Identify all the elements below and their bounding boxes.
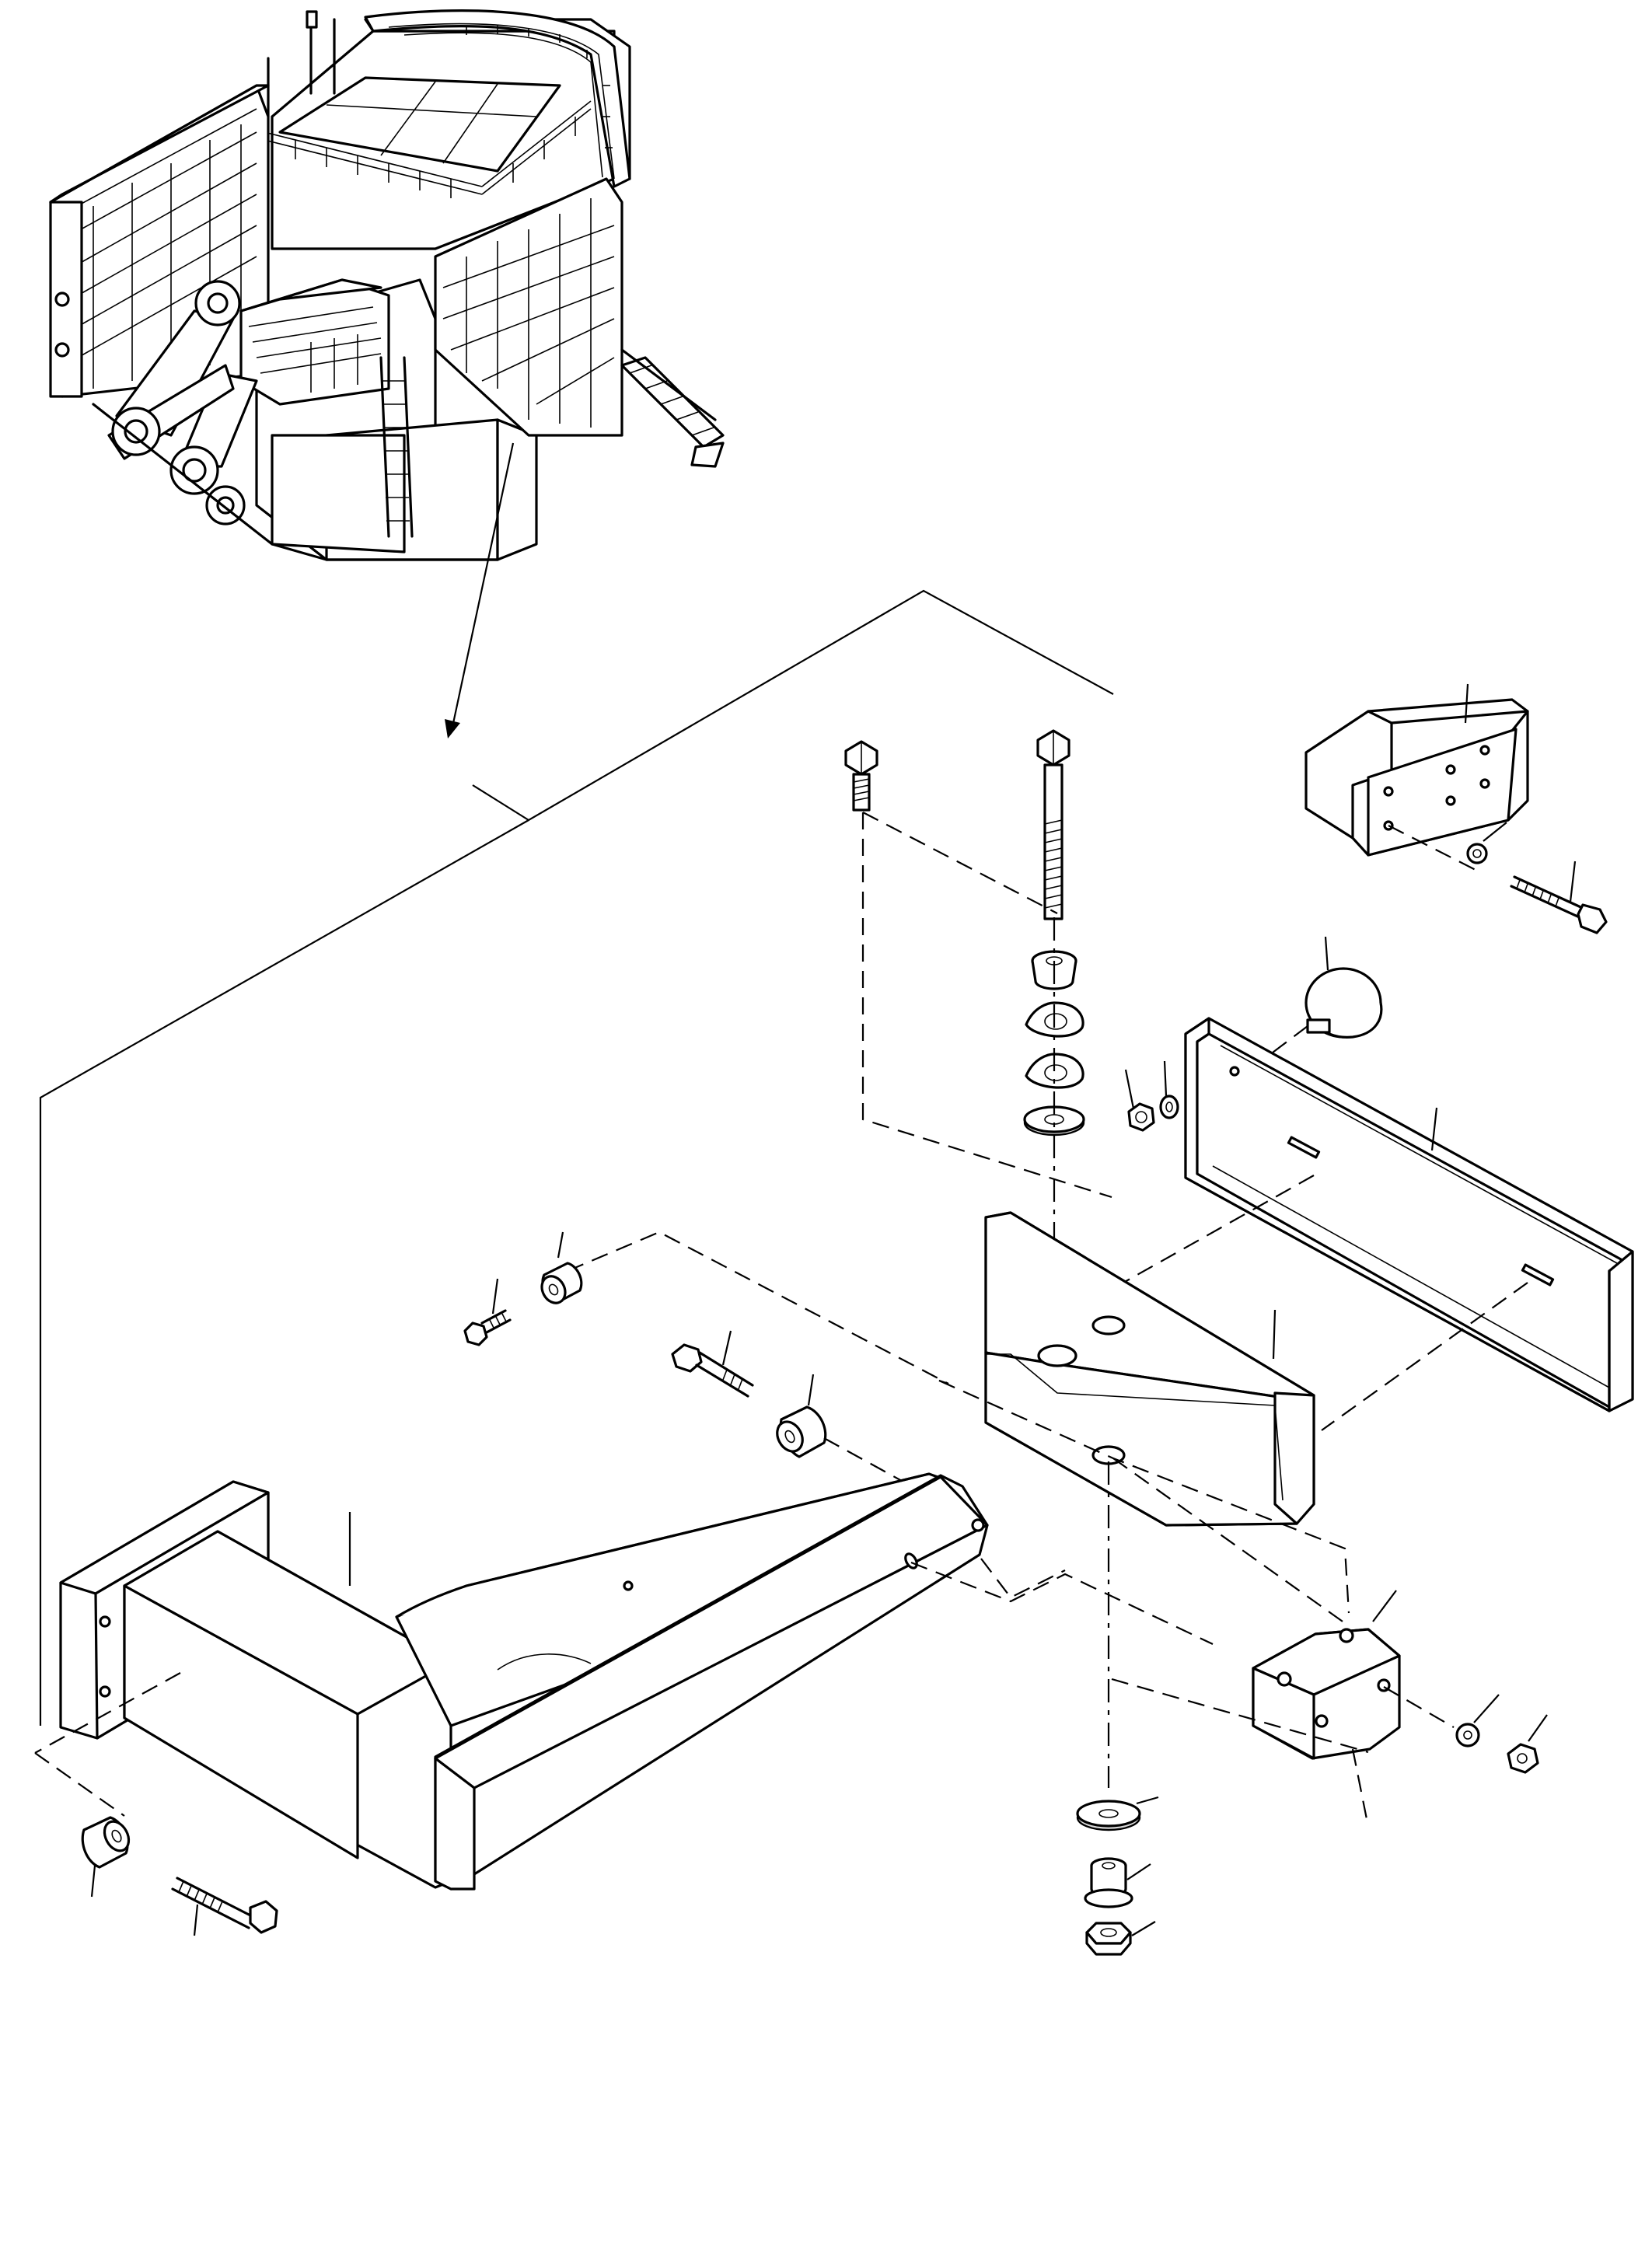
detail-frame-lines	[39, 589, 1114, 1726]
cap-screw-small-left-icon	[463, 1278, 512, 1346]
cap-screw-long-bottom-icon	[171, 1877, 278, 1936]
support-bracket-icon	[984, 1211, 1315, 1527]
hex-nut-pad-icon	[1124, 1069, 1155, 1132]
spacer-sleeve-small-icon	[540, 1231, 583, 1304]
hex-nut-clamp-icon	[1507, 1714, 1548, 1774]
spacer-sleeve-bottom-icon	[81, 1816, 131, 1898]
cap-screw-medium-icon	[671, 1330, 754, 1398]
hex-bolt-long-top-icon	[1036, 729, 1070, 920]
machine-upper-structure-icon	[49, 9, 725, 561]
flat-washer-lower-icon	[1076, 1796, 1159, 1831]
hex-bolt-short-top-icon	[844, 740, 878, 812]
view-reference-arrow	[445, 442, 515, 738]
rubber-bumper-block-icon	[1304, 683, 1529, 857]
boom-foot-icon	[107, 280, 258, 525]
access-ladder-icon	[379, 356, 414, 538]
cap-screw-bumper-icon	[1510, 861, 1608, 934]
main-support-arm-icon	[59, 1472, 989, 1891]
washer-clamp-icon	[1455, 1694, 1500, 1747]
channel-rail-icon	[1184, 1017, 1634, 1412]
spacer-sleeve-medium-icon	[776, 1374, 827, 1458]
rubber-mount-pad-icon	[1304, 936, 1383, 1039]
flanged-bushing-lower-icon	[1084, 1857, 1151, 1908]
washer-pad-icon	[1159, 1060, 1179, 1119]
lock-washer-bumper-icon	[1466, 822, 1507, 864]
hex-nut-lower-icon	[1085, 1921, 1156, 1956]
clamp-block-icon	[1252, 1590, 1401, 1760]
